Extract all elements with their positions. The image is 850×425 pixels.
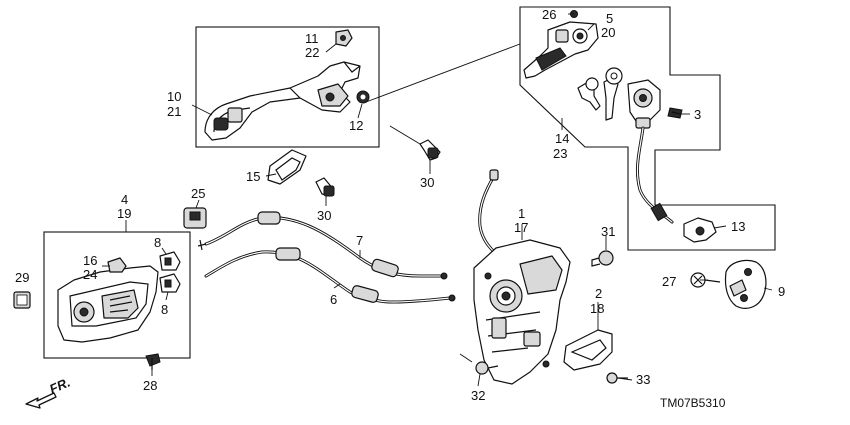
callout-8-lower: 8 bbox=[161, 302, 168, 317]
callout-7: 7 bbox=[356, 233, 363, 248]
callout-21: 21 bbox=[167, 104, 181, 119]
key-cylinder bbox=[627, 79, 661, 129]
callout-24: 24 bbox=[83, 267, 97, 282]
rod-holder-part-13 bbox=[683, 217, 717, 243]
leader-lines bbox=[102, 13, 773, 387]
actuator-cover-part-2-18 bbox=[563, 329, 613, 371]
key-cylinder-group-box bbox=[519, 6, 776, 251]
callout-22: 22 bbox=[305, 45, 319, 60]
cylinder-rod bbox=[636, 126, 674, 224]
callout-31: 31 bbox=[601, 224, 615, 239]
clip-part-25 bbox=[183, 207, 207, 229]
diagram-code: TM07B5310 bbox=[660, 396, 726, 410]
callout-10: 10 bbox=[167, 89, 181, 104]
callout-9: 9 bbox=[778, 284, 785, 299]
callout-14: 14 bbox=[555, 131, 569, 146]
callout-20: 20 bbox=[601, 25, 615, 40]
screw-part-33 bbox=[606, 372, 628, 384]
bolt-part-30-upper bbox=[419, 139, 441, 161]
door-striker-part-9 bbox=[724, 259, 767, 309]
callout-30-lower: 30 bbox=[317, 208, 331, 223]
inner-door-handle bbox=[57, 265, 159, 343]
seal-part-15 bbox=[267, 149, 307, 185]
bolt-part-28 bbox=[145, 353, 161, 370]
clip-part-8-lower bbox=[159, 273, 181, 293]
callout-33: 33 bbox=[636, 372, 650, 387]
callout-6: 6 bbox=[330, 292, 337, 307]
screw-part-32 bbox=[475, 361, 499, 375]
direction-label: FR. bbox=[47, 375, 72, 397]
callout-13: 13 bbox=[731, 219, 745, 234]
callout-28: 28 bbox=[143, 378, 157, 393]
callout-29: 29 bbox=[15, 270, 29, 285]
callout-labels: 10 21 11 22 12 15 30 30 25 4 19 16 24 8 … bbox=[15, 7, 785, 403]
callout-32: 32 bbox=[471, 388, 485, 403]
door-lock-actuator bbox=[473, 169, 571, 385]
callout-15: 15 bbox=[246, 169, 260, 184]
handle-cap-part-11 bbox=[335, 29, 353, 47]
callout-19: 19 bbox=[117, 206, 131, 221]
callout-27: 27 bbox=[662, 274, 676, 289]
cylinder-housing bbox=[523, 21, 599, 79]
callout-12: 12 bbox=[349, 118, 363, 133]
callout-11: 11 bbox=[305, 31, 319, 46]
front-direction-arrow: FR. bbox=[25, 375, 72, 409]
callout-8-upper: 8 bbox=[154, 235, 161, 250]
callout-25: 25 bbox=[191, 186, 205, 201]
callout-3: 3 bbox=[694, 107, 701, 122]
callout-26: 26 bbox=[542, 7, 556, 22]
clip-part-16-24 bbox=[107, 257, 127, 273]
callout-16: 16 bbox=[83, 253, 97, 268]
clip-part-8-upper bbox=[159, 251, 181, 271]
keys bbox=[577, 67, 623, 121]
bumper-part-29 bbox=[13, 291, 31, 309]
outer-handle-group-box bbox=[195, 26, 380, 148]
callout-23: 23 bbox=[553, 146, 567, 161]
screw-part-3 bbox=[667, 107, 683, 119]
callout-2: 2 bbox=[595, 286, 602, 301]
callout-4: 4 bbox=[121, 192, 128, 207]
callout-18: 18 bbox=[590, 301, 604, 316]
cable-part-7 bbox=[197, 211, 448, 280]
arrow-icon bbox=[25, 392, 57, 409]
inner-handle-group-box bbox=[43, 231, 191, 359]
outer-door-handle bbox=[204, 61, 361, 141]
cable-part-6 bbox=[204, 247, 456, 304]
callout-30-upper: 30 bbox=[420, 175, 434, 190]
grommet-part-12 bbox=[356, 90, 370, 104]
callout-5: 5 bbox=[606, 11, 613, 26]
callout-17: 17 bbox=[514, 220, 528, 235]
screw-part-31 bbox=[591, 250, 614, 267]
callout-1: 1 bbox=[518, 206, 525, 221]
bolt-part-30-lower bbox=[315, 177, 335, 197]
